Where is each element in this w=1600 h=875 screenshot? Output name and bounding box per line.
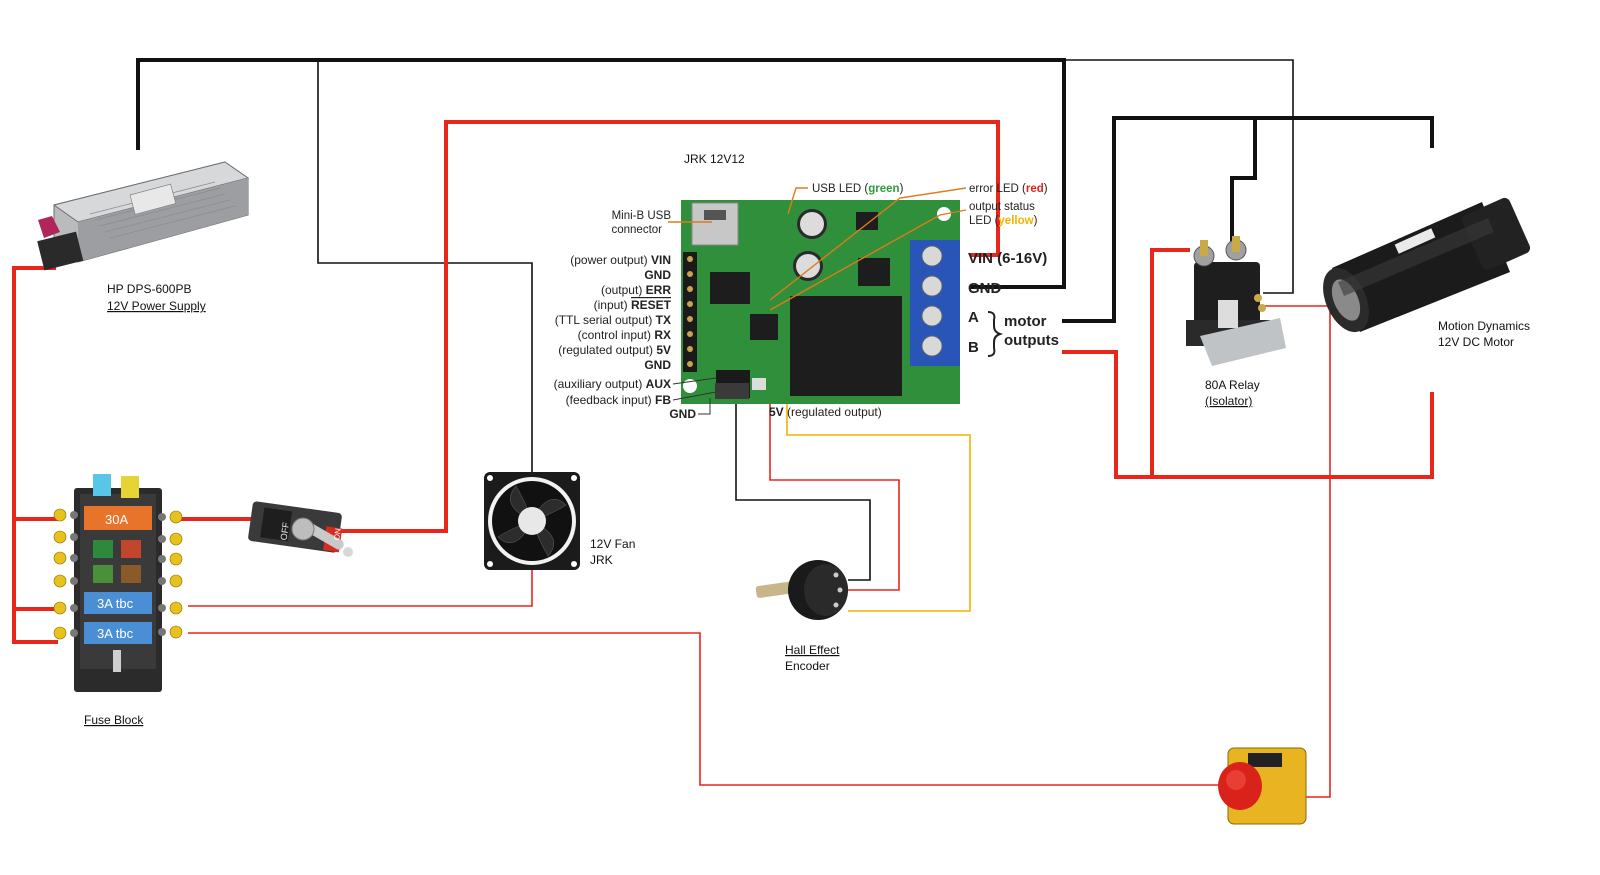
psu-label-model: HP DPS-600PB — [107, 282, 192, 296]
pin-label: GND — [644, 268, 671, 282]
wire-switch-vin-red — [336, 120, 1000, 533]
fuse-3a-2-label: 3A tbc — [97, 626, 134, 641]
motor-a-label: A — [968, 309, 979, 326]
fan — [484, 472, 580, 570]
pin-leader-lines — [672, 377, 717, 415]
usb-connector-label-1: Mini-B USB — [612, 210, 672, 222]
wire-fuse-fan-red — [188, 570, 533, 607]
wire-encoder-yellow — [786, 360, 971, 612]
fuse-3a-1-label: 3A tbc — [97, 596, 134, 611]
fuse-block — [53, 474, 183, 692]
wire-estop-relay-red — [1263, 305, 1331, 798]
switch-on-label: ON — [332, 527, 343, 540]
error-led-label: error LED (red) — [969, 183, 1048, 195]
pin-label: (output) ERR — [601, 283, 671, 297]
status-led-label-2: LED (yellow) — [969, 215, 1038, 227]
board-title: JRK 12V12 — [684, 152, 745, 166]
hall-encoder — [755, 560, 848, 620]
wires — [12, 58, 1434, 798]
wire-fuse-estop-red — [188, 632, 1222, 786]
power-supply — [37, 161, 250, 271]
toggle-switch — [248, 501, 353, 557]
usb-connector-label-2: connector — [611, 224, 662, 236]
pin-labels: (power output) VIN GND (output) ERR (inp… — [554, 253, 672, 407]
wire-motor-a-black — [1062, 116, 1434, 323]
jrk-board — [668, 187, 967, 404]
motor-label-1: Motion Dynamics — [1438, 319, 1530, 333]
emergency-stop — [1218, 747, 1307, 825]
gnd-terminal-label: GND — [968, 280, 1002, 297]
pin-label: (control input) RX — [578, 328, 671, 342]
dc-motor — [1323, 197, 1531, 333]
wire-relay-top-black — [1230, 118, 1257, 246]
relay-label-2: (Isolator) — [1205, 394, 1252, 408]
wire-relay-red — [1150, 248, 1190, 477]
bottom-gnd-label: GND — [669, 407, 696, 421]
relay-label-1: 80A Relay — [1205, 378, 1260, 392]
wire-motor-b-red — [1062, 350, 1434, 479]
fuse-block-label: Fuse Block — [84, 713, 144, 727]
psu-label-desc: 12V Power Supply — [107, 299, 206, 313]
status-led-label-1: output status — [969, 201, 1035, 213]
motor-outputs-label-1: motor — [1004, 313, 1047, 330]
pin-label: (auxiliary output) AUX — [554, 377, 671, 391]
fuse-30a — [84, 506, 152, 530]
pin-label: (regulated output) 5V — [558, 343, 671, 357]
fuse-30a-label: 30A — [105, 512, 128, 527]
usb-led-label: USB LED (green) — [812, 183, 904, 195]
fan-label-2: JRK — [590, 553, 613, 567]
fan-label-1: 12V Fan — [590, 537, 635, 551]
pin-label: GND — [644, 358, 671, 372]
encoder-label-1: Hall Effect — [785, 643, 840, 657]
fuse-3a-2 — [84, 622, 152, 644]
pin-label: (TTL serial output) TX — [555, 313, 671, 327]
motor-outputs-brace — [987, 311, 1004, 357]
motor-label-2: 12V DC Motor — [1438, 335, 1514, 349]
wire-psu-fuse-red — [12, 266, 58, 644]
wire-encoder-red — [769, 398, 900, 591]
fuse-3a-1 — [84, 592, 152, 614]
wire-relay-coil-black — [1064, 59, 1294, 294]
wire-fan-gnd-black — [317, 60, 533, 478]
vin-label: VIN (6-16V) — [968, 250, 1047, 267]
motor-outputs-label-2: outputs — [1004, 332, 1059, 349]
pin-label: (input) RESET — [594, 298, 672, 312]
pin-label: (feedback input) FB — [566, 393, 672, 407]
pin-label: (power output) VIN — [570, 253, 671, 267]
wire-encoder-black — [735, 398, 871, 581]
bottom-5v-label: 5V (regulated output) — [769, 405, 882, 419]
encoder-label-2: Encoder — [785, 659, 830, 673]
switch-off-label: OFF — [279, 521, 291, 541]
motor-b-label: B — [968, 339, 979, 356]
relay — [1186, 236, 1286, 366]
